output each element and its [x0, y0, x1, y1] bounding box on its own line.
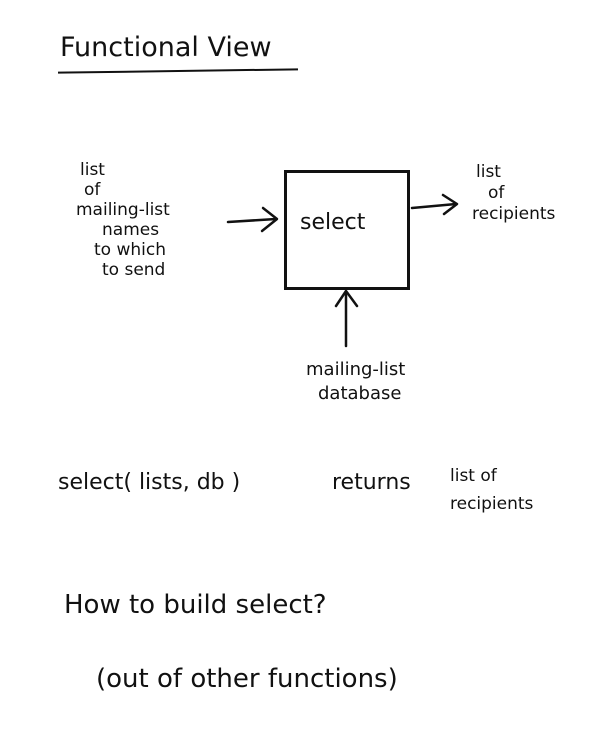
signature-returns: returns — [332, 470, 411, 495]
database-label-line: mailing-list — [306, 359, 406, 380]
database-arrow — [334, 289, 359, 348]
output-label-line: recipients — [472, 204, 556, 224]
input-label-line: list — [80, 160, 105, 180]
function-name: select — [300, 210, 366, 235]
signature-result-line: list of — [450, 466, 497, 486]
question: How to build select? — [64, 590, 327, 620]
output-label-line: list — [476, 162, 501, 182]
database-label-line: database — [318, 383, 402, 404]
output-label-line: of — [488, 183, 505, 203]
output-label: list of recipients — [472, 162, 555, 225]
input-label-line: to send — [102, 260, 166, 280]
input-label-line: mailing-list — [76, 200, 170, 220]
signature-result-line: recipients — [450, 494, 534, 514]
input-arrow — [226, 206, 279, 233]
select-function-box — [284, 170, 410, 290]
question-note: (out of other functions) — [96, 664, 398, 694]
input-label-line: names — [102, 220, 160, 240]
signature-result: list of recipients — [450, 462, 533, 518]
output-arrow — [410, 193, 459, 216]
page-title: Functional View — [60, 32, 272, 63]
input-label-line: to which — [94, 240, 166, 260]
input-label-line: of — [84, 180, 101, 200]
database-label: mailing-list database — [306, 358, 405, 406]
input-label: list of mailing-list names to which to s… — [62, 160, 222, 280]
signature-call: select( lists, db ) — [58, 470, 241, 495]
